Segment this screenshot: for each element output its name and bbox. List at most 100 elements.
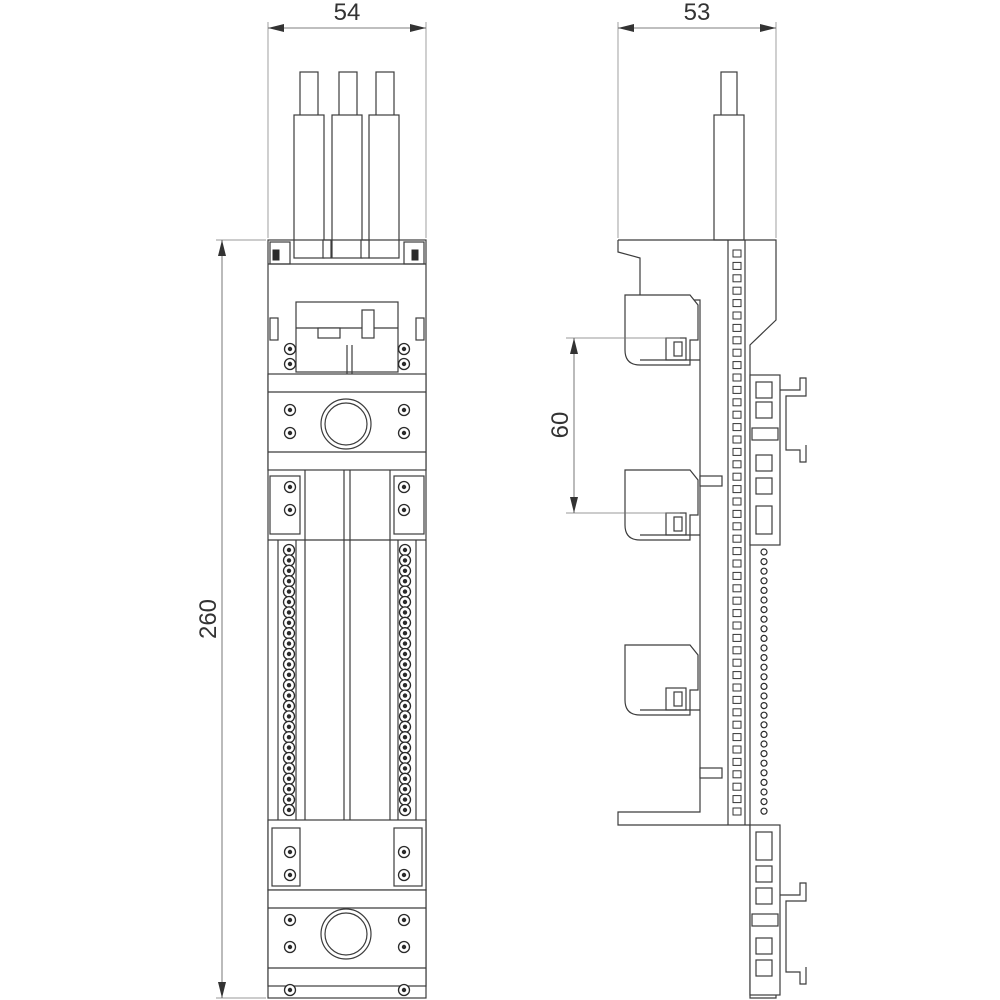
screw-center-icon	[286, 662, 292, 667]
screw-center-icon	[287, 507, 293, 513]
dimension-front-width: 54	[267, 0, 427, 238]
screw-center-icon	[286, 766, 292, 771]
screw-center-icon	[286, 620, 292, 625]
breaker-head-3	[624, 644, 723, 779]
slot-mark	[732, 348, 742, 357]
screw-center-icon	[401, 484, 407, 490]
slot-mark	[732, 633, 742, 642]
breaker-head-2	[624, 469, 723, 541]
terminal-dot	[760, 653, 768, 662]
screw-center-icon	[286, 755, 292, 761]
terminal-dot	[760, 567, 768, 575]
terminal-dot	[760, 778, 768, 787]
screw-center-icon	[401, 849, 407, 855]
screw-center-icon	[401, 507, 407, 513]
screw-center-icon	[402, 714, 408, 719]
screw-center-icon	[402, 766, 408, 771]
dim-label-front-height: 260	[195, 599, 222, 639]
screw-center-icon	[287, 849, 293, 855]
terminal-dot	[760, 663, 768, 671]
screw-center-icon	[402, 703, 408, 709]
screw-center-icon	[402, 787, 408, 792]
front-body	[267, 239, 427, 999]
terminal-dot	[760, 692, 768, 700]
screw-center-icon	[286, 776, 292, 781]
screw-center-icon	[401, 407, 407, 413]
terminal-dot	[760, 701, 768, 710]
dim-label-side-depth: 53	[684, 0, 711, 26]
side-terminal-block-upper	[749, 374, 807, 546]
front-cables	[293, 71, 400, 259]
side-slot-ladder	[732, 249, 742, 816]
terminal-dot	[760, 596, 768, 604]
slot-mark	[732, 398, 742, 407]
slot-mark	[732, 361, 742, 370]
front-screws	[282, 342, 412, 997]
slot-mark	[732, 795, 742, 804]
slot-mark	[732, 609, 742, 618]
screw-center-icon	[402, 693, 408, 698]
screw-center-icon	[286, 631, 292, 636]
slot-mark	[732, 733, 742, 742]
screw-center-icon	[286, 797, 292, 802]
side-view	[617, 71, 807, 999]
terminal-dot	[760, 557, 768, 566]
screw-center-icon	[401, 987, 407, 993]
slot-mark	[732, 522, 742, 531]
slot-mark	[732, 770, 742, 779]
slot-mark	[732, 571, 742, 580]
screw-center-icon	[402, 776, 408, 781]
terminal-dot	[760, 615, 768, 623]
slot-mark	[732, 249, 742, 258]
slot-mark	[732, 299, 742, 308]
terminal-dot	[760, 548, 768, 556]
screw-center-icon	[402, 651, 408, 657]
dim-label-front-width: 54	[334, 0, 361, 26]
screw-center-icon	[286, 558, 292, 563]
screw-center-icon	[286, 683, 292, 688]
screw-center-icon	[286, 787, 292, 792]
terminal-dot	[760, 634, 768, 643]
slot-mark	[732, 584, 742, 593]
slot-mark	[732, 807, 742, 816]
slot-mark	[732, 423, 742, 432]
screw-center-icon	[286, 579, 292, 584]
screw-center-icon	[286, 568, 292, 573]
screw-center-icon	[402, 672, 408, 677]
screw-center-icon	[402, 610, 408, 615]
slot-mark	[732, 547, 742, 556]
screw-center-icon	[402, 547, 408, 553]
screw-center-icon	[287, 361, 293, 367]
slot-mark	[732, 745, 742, 754]
terminal-dot	[760, 740, 768, 748]
screw-center-icon	[402, 755, 408, 761]
side-body-outline	[618, 239, 777, 999]
terminal-dot	[760, 673, 768, 681]
screw-center-icon	[401, 872, 407, 878]
screw-center-icon	[402, 620, 408, 625]
slot-mark	[732, 695, 742, 704]
front-view	[267, 71, 427, 999]
screw-center-icon	[286, 724, 292, 729]
slot-mark	[732, 683, 742, 692]
slot-mark	[732, 336, 742, 345]
slot-mark	[732, 621, 742, 630]
dimension-side-depth: 53	[617, 0, 777, 238]
slot-mark	[732, 534, 742, 543]
screw-center-icon	[402, 558, 408, 563]
screw-center-icon	[286, 693, 292, 698]
dimension-pitch: 60	[547, 337, 680, 514]
screw-center-icon	[401, 346, 407, 352]
terminal-dot	[760, 644, 768, 652]
screw-center-icon	[402, 683, 408, 688]
slot-mark	[732, 757, 742, 766]
screw-center-icon	[286, 714, 292, 719]
screw-center-icon	[401, 917, 407, 923]
slot-mark	[732, 720, 742, 729]
slot-mark	[732, 671, 742, 680]
slot-mark	[732, 472, 742, 481]
slot-mark	[732, 373, 742, 382]
slot-mark	[732, 460, 742, 469]
slot-mark	[732, 509, 742, 518]
